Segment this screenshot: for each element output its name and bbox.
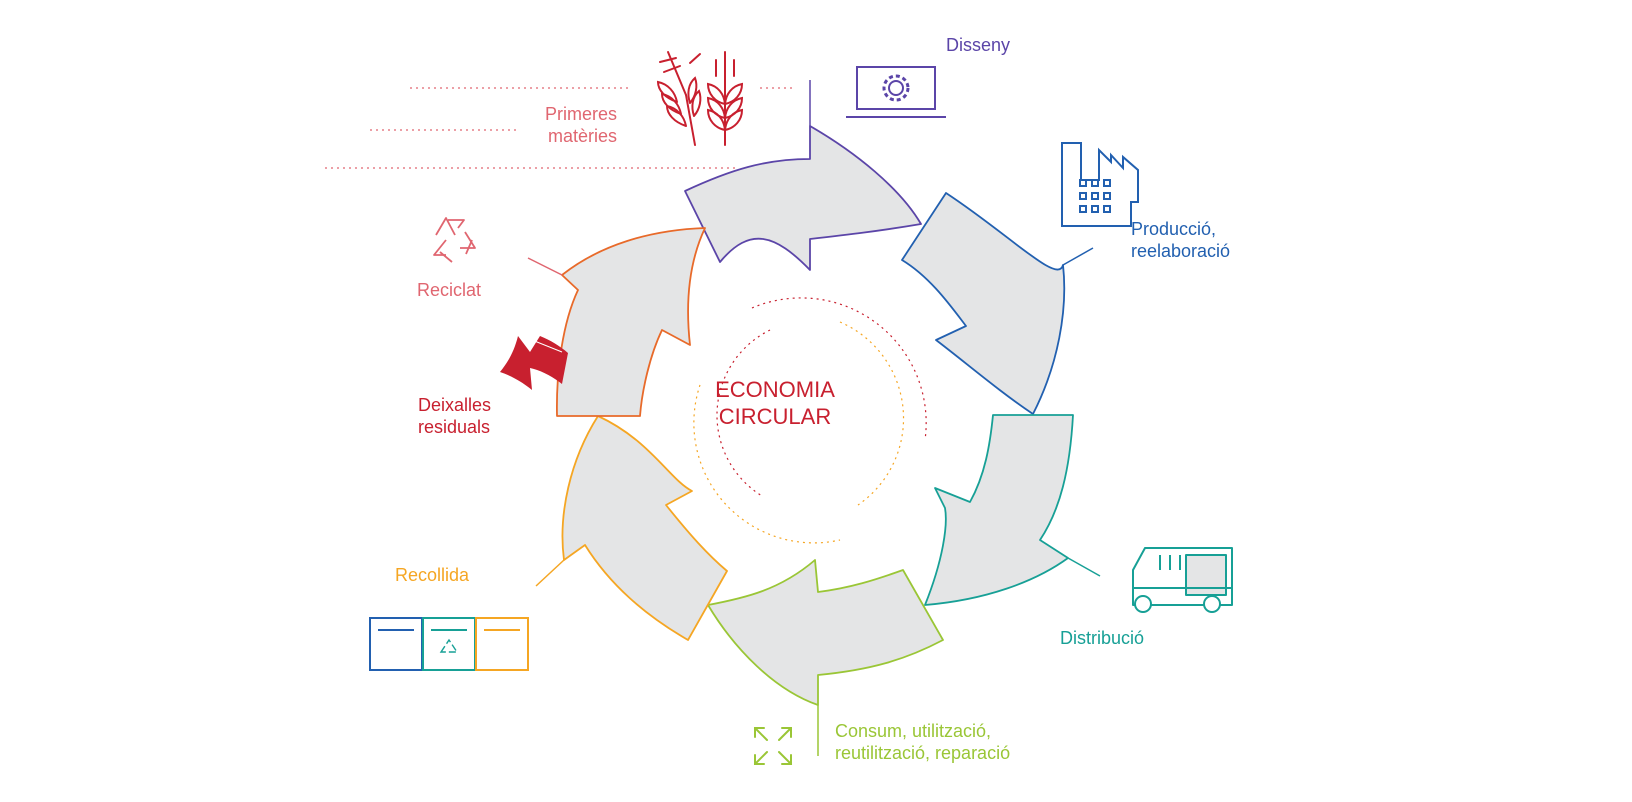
label-deixalles: Deixalles residuals	[418, 394, 491, 438]
inner-dotted-rings	[693, 297, 927, 544]
factory-icon	[1061, 142, 1139, 227]
arrow-recollida	[561, 415, 728, 641]
arrow-distribucio	[924, 414, 1074, 606]
center-title-line1: ECONOMIA	[715, 377, 835, 402]
label-distribucio: Distribució	[1060, 628, 1145, 648]
label-produccio-line1: Producció,	[1131, 219, 1217, 239]
arrow-produccio	[901, 192, 1066, 415]
laptop-gear-icon	[846, 66, 946, 118]
center-title: ECONOMIA CIRCULAR	[700, 376, 850, 430]
truck-icon	[1132, 547, 1233, 613]
label-primeres-line1: Primeres	[545, 104, 618, 124]
center-title-line2: CIRCULAR	[718, 404, 832, 429]
label-primeres-line2: matèries	[547, 126, 618, 146]
expand-arrows-icon	[754, 727, 792, 765]
label-produccio: Producció, reelaboració	[1131, 218, 1230, 262]
label-consum-line2: reutilització, reparació	[835, 743, 1011, 763]
arrow-consum	[707, 559, 944, 706]
label-primeres-materies: Primeres matèries	[545, 103, 617, 147]
arrow-disseny	[684, 125, 922, 271]
label-deixalles-line1: Deixalles	[418, 395, 492, 415]
label-consum: Consum, utilització, reutilització, repa…	[835, 720, 1010, 764]
wheat-icon	[656, 51, 744, 146]
label-produccio-line2: reelaboració	[1131, 241, 1231, 261]
recycling-bins-icon	[369, 617, 529, 671]
arrow-reciclat	[556, 227, 706, 417]
label-reciclat: Reciclat	[417, 280, 482, 300]
raw-material-dotted-lines	[325, 87, 795, 169]
label-recollida: Recollida	[395, 565, 470, 585]
recycle-icon	[433, 217, 476, 263]
red-arrow-icon	[500, 336, 568, 390]
label-disseny: Disseny	[946, 35, 1011, 55]
connector-lines	[527, 80, 1101, 756]
label-consum-line1: Consum, utilització,	[835, 721, 992, 741]
label-deixalles-line2: residuals	[418, 417, 491, 437]
